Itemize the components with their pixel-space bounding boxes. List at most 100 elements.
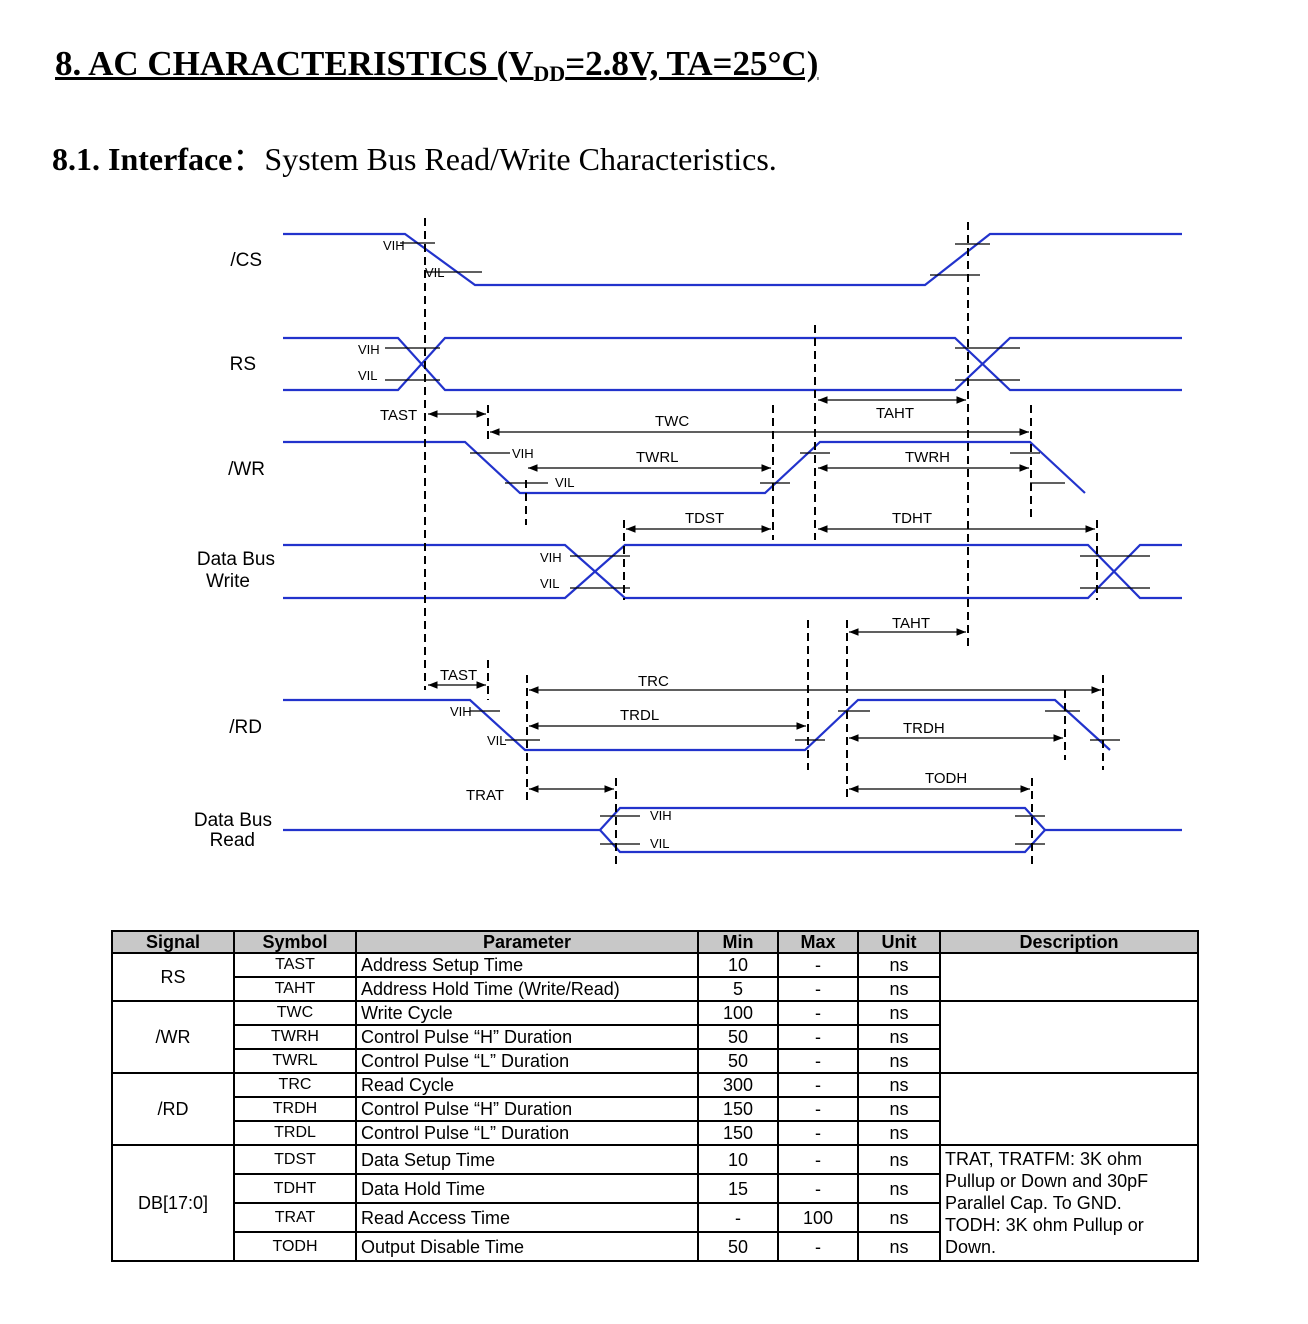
wr-waveform <box>283 440 1086 495</box>
vih-label-cs: VIH <box>383 238 405 253</box>
min-cell: - <box>697 1202 779 1233</box>
vil-label-rd: VIL <box>487 733 507 748</box>
parameter-cell: Data Hold Time <box>355 1173 699 1204</box>
description-cell <box>939 1072 1199 1146</box>
subsection-number: 8.1. Interface <box>52 141 233 177</box>
unit-cell: ns <box>857 1000 941 1026</box>
table-row: RS TAST Address Setup Time 10 - ns <box>111 952 1199 1002</box>
unit-cell: ns <box>857 1096 941 1122</box>
signal-label-wr: /WR <box>228 459 265 480</box>
parameter-cell: Control Pulse “L” Duration <box>355 1048 699 1074</box>
trdh-label: TRDH <box>903 720 945 737</box>
table-row: TDHT Data Hold Time 15 - ns <box>112 1173 1198 1204</box>
max-cell: - <box>777 1173 859 1204</box>
unit-cell: ns <box>857 1048 941 1074</box>
description-cell <box>939 1000 1199 1074</box>
vil-label-wr: VIL <box>555 475 575 490</box>
vil-label-cs: VIL <box>425 265 445 280</box>
symbol-cell: TWRH <box>233 1024 357 1050</box>
min-cell: 300 <box>697 1072 779 1098</box>
max-cell: - <box>777 952 859 978</box>
trat-label: TRAT <box>466 787 504 804</box>
max-cell: - <box>777 976 859 1002</box>
table-row: TAHT Address Hold Time (Write/Read) 5 - … <box>112 976 1198 1002</box>
taht-label-read: TAHT <box>892 615 930 632</box>
header-signal: Signal <box>111 930 235 954</box>
vil-label-dbw: VIL <box>540 576 560 591</box>
parameter-cell: Address Hold Time (Write/Read) <box>355 976 699 1002</box>
max-cell: - <box>777 1000 859 1026</box>
vil-label-rs: VIL <box>358 368 378 383</box>
unit-cell: ns <box>857 1231 941 1262</box>
table-row: TODH Output Disable Time 50 - ns <box>112 1231 1198 1262</box>
vih-label-dbw: VIH <box>540 550 562 565</box>
twc-label: TWC <box>655 413 689 430</box>
rs-waveform-high <box>283 336 1182 392</box>
parameter-cell: Read Cycle <box>355 1072 699 1098</box>
table-row: TWRL Control Pulse “L” Duration 50 - ns <box>112 1048 1198 1074</box>
max-cell: - <box>777 1144 859 1175</box>
subsection-title: 8.1. Interface：System Bus Read/Write Cha… <box>52 141 777 177</box>
max-cell: - <box>777 1096 859 1122</box>
parameter-cell: Read Access Time <box>355 1202 699 1233</box>
db-description-line: Parallel Cap. To GND. <box>945 1193 1122 1213</box>
max-cell: - <box>777 1048 859 1074</box>
symbol-cell: TAHT <box>233 976 357 1002</box>
todh-label: TODH <box>925 770 967 787</box>
symbol-cell: TDST <box>233 1144 357 1175</box>
db-description-line: Pullup or Down and 30pF <box>945 1171 1149 1191</box>
min-cell: 100 <box>697 1000 779 1026</box>
signal-cell: DB[17:0] <box>111 1144 235 1262</box>
header-symbol: Symbol <box>233 930 357 954</box>
twrh-label: TWRH <box>905 449 950 466</box>
symbol-cell: TAST <box>233 952 357 978</box>
signal-cell: RS <box>111 952 235 1002</box>
db-description-line: TRAT, TRATFM: 3K ohm <box>945 1149 1143 1169</box>
unit-cell: ns <box>857 1144 941 1175</box>
symbol-cell: TRDL <box>233 1120 357 1146</box>
max-cell: - <box>777 1120 859 1146</box>
cs-waveform <box>283 232 1182 287</box>
db-description-line: TODH: 3K ohm Pullup or <box>945 1215 1144 1235</box>
vih-label-rd: VIH <box>450 704 472 719</box>
signal-cell: /RD <box>111 1072 235 1146</box>
signal-label-dbw-2: Write <box>206 571 250 592</box>
signal-label-dbr-2: Read <box>210 830 255 851</box>
symbol-cell: TODH <box>233 1231 357 1262</box>
parameter-cell: Write Cycle <box>355 1000 699 1026</box>
header-min: Min <box>697 930 779 954</box>
parameter-cell: Data Setup Time <box>355 1144 699 1175</box>
symbol-cell: TWC <box>233 1000 357 1026</box>
min-cell: 5 <box>697 976 779 1002</box>
section-title: 8. AC CHARACTERISTICS (VDD=2.8V, TA=25°C… <box>55 44 819 86</box>
db-description-cell: TRAT, TRATFM: 3K ohm Pullup or Down and … <box>939 1144 1199 1262</box>
symbol-cell: TRC <box>233 1072 357 1098</box>
taht-label-write: TAHT <box>876 405 914 422</box>
max-cell: - <box>777 1072 859 1098</box>
table-row: DB[17:0] TDST Data Setup Time 10 - ns TR… <box>111 1144 1199 1262</box>
table-row: /WR TWC Write Cycle 100 - ns <box>111 1000 1199 1074</box>
table-row: TWRH Control Pulse “H” Duration 50 - ns <box>112 1024 1198 1050</box>
vih-label-rs: VIH <box>358 342 380 357</box>
max-cell: - <box>777 1231 859 1262</box>
unit-cell: ns <box>857 1173 941 1204</box>
tast-label-read: TAST <box>440 667 477 684</box>
signal-label-cs: /CS <box>230 250 262 271</box>
timing-diagram: /CS RS /WR Data Bus Write /RD Data Bus R… <box>194 218 1182 868</box>
description-cell <box>939 952 1199 1002</box>
db-description-line: Down. <box>945 1237 997 1257</box>
min-cell: 50 <box>697 1048 779 1074</box>
unit-cell: ns <box>857 1202 941 1233</box>
level-ticks <box>385 242 1150 845</box>
signal-cell: /WR <box>111 1000 235 1074</box>
parameter-cell: Control Pulse “L” Duration <box>355 1120 699 1146</box>
parameter-cell: Output Disable Time <box>355 1231 699 1262</box>
vih-label-dbr: VIH <box>650 808 672 823</box>
signal-label-dbw-1: Data Bus <box>197 549 275 570</box>
min-cell: 10 <box>697 952 779 978</box>
dashed-references <box>424 218 1104 868</box>
signal-label-dbr-1: Data Bus <box>194 810 272 831</box>
table-row: /RD TRC Read Cycle 300 - ns <box>111 1072 1199 1146</box>
trc-label: TRC <box>638 673 669 690</box>
signal-label-rd: /RD <box>229 717 262 738</box>
